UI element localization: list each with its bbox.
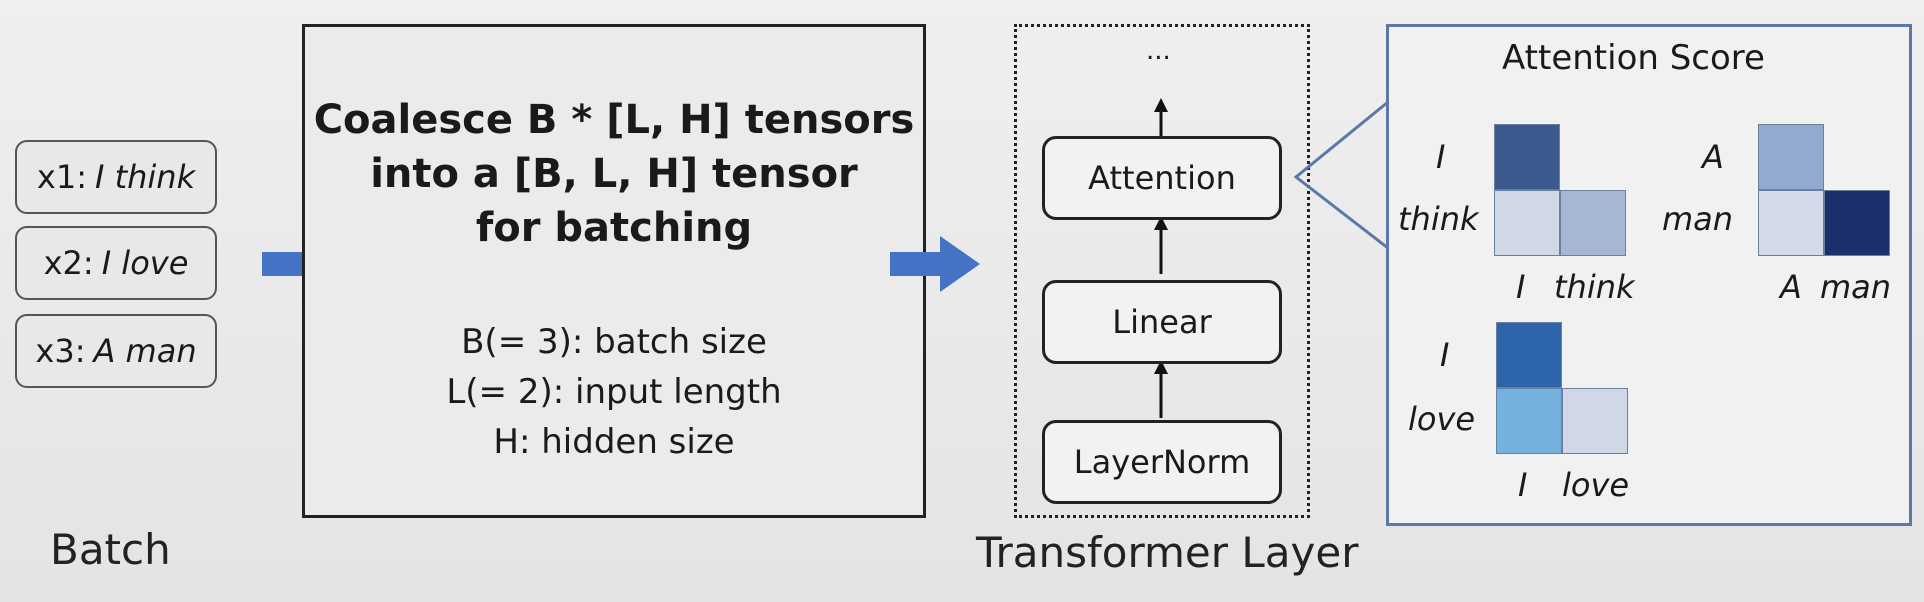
callout-connector (1293, 100, 1389, 250)
transformer-ellipsis: ... (1146, 36, 1171, 66)
attention-cell (1562, 388, 1628, 454)
attention-cell (1494, 190, 1560, 256)
coalesce-title-line: into a [B, L, H] tensor (370, 151, 858, 197)
coalesce-box: Coalesce B * [L, H] tensors into a [B, L… (302, 24, 926, 518)
layernorm-module: LayerNorm (1042, 420, 1282, 504)
matrix-row-label: I (1436, 138, 1446, 176)
attention-score-panel (1386, 24, 1912, 526)
transformer-layer-label: Transformer Layer (976, 528, 1359, 577)
batch-item-text: I love (101, 244, 189, 282)
matrix-row-label: man (1662, 200, 1734, 238)
batch-label: Batch (50, 525, 171, 574)
attention-cell (1494, 124, 1560, 190)
matrix-row-label: love (1408, 400, 1476, 438)
attention-cell (1758, 190, 1824, 256)
batch-item-id: x2: (43, 244, 94, 282)
batch-item-id: x3: (35, 332, 86, 370)
attention-cell (1496, 322, 1562, 388)
attention-cell (1560, 190, 1626, 256)
matrix-row-label: A (1702, 138, 1724, 176)
coalesce-title: Coalesce B * [L, H] tensors into a [B, L… (305, 93, 923, 255)
attention-cell (1496, 388, 1562, 454)
matrix-row-label: I (1440, 336, 1450, 374)
transformer-layer-box (1014, 24, 1310, 518)
coalesce-desc-line: L(= 2): input length (446, 372, 782, 412)
attention-module: Attention (1042, 136, 1282, 220)
coalesce-description: B(= 3): batch size L(= 2): input length … (305, 317, 923, 467)
attention-cell (1824, 190, 1890, 256)
batch-item-id: x1: (36, 158, 87, 196)
attention-score-title: Attention Score (1502, 38, 1765, 78)
matrix-col-label: I (1516, 268, 1526, 306)
batch-item-text: I think (94, 158, 196, 196)
coalesce-desc-line: B(= 3): batch size (461, 322, 767, 362)
matrix-col-label: think (1554, 268, 1635, 306)
batch-item-x1: x1: I think (15, 140, 217, 214)
coalesce-desc-line: H: hidden size (493, 422, 735, 462)
matrix-col-label: love (1562, 466, 1630, 504)
matrix-col-label: I (1518, 466, 1528, 504)
transformer-flow-arrows (1154, 98, 1168, 418)
batch-item-x2: x2: I love (15, 226, 217, 300)
attention-cell (1758, 124, 1824, 190)
matrix-col-label: A (1780, 268, 1802, 306)
matrix-col-label: man (1820, 268, 1892, 306)
batch-item-x3: x3: A man (15, 314, 217, 388)
matrix-row-label: think (1398, 200, 1479, 238)
arrow-right-icon (890, 236, 980, 292)
linear-module: Linear (1042, 280, 1282, 364)
coalesce-title-line: for batching (475, 205, 753, 251)
coalesce-title-line: Coalesce B * [L, H] tensors (313, 97, 915, 143)
batch-item-text: A man (93, 332, 197, 370)
